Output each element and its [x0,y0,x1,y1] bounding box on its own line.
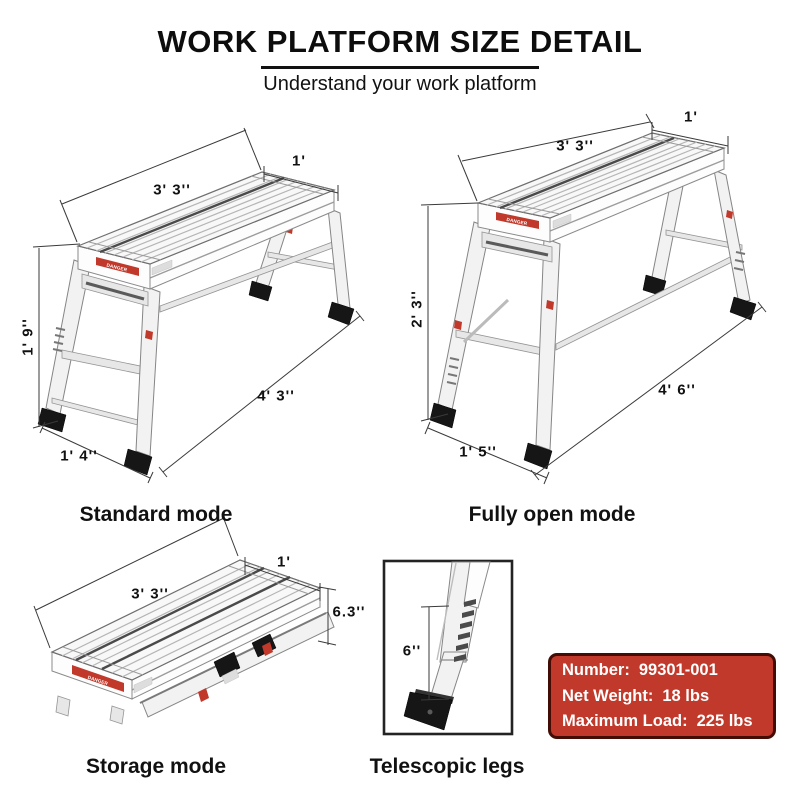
fully-open-mode-caption: Fully open mode [468,503,636,526]
page-title: WORK PLATFORM SIZE DETAIL [157,24,643,59]
fully-open-mode-dimension-lines [420,113,767,485]
standard-height-label: 1' 9'' [19,318,37,356]
spec-row-number: Number: 99301-001 [562,658,762,683]
fully-open-platform-width-label: 1' [684,108,698,126]
spec-label: Maximum Load: [562,712,688,731]
storage-platform-width-label: 1' [277,553,291,571]
telescopic-legs-illustration [382,559,514,736]
spec-label: Number: [562,660,630,679]
fully-open-platform-length-label: 3' 3'' [556,137,594,155]
storage-mode-illustration: DANGER [50,559,335,725]
standard-mode-illustration: DANGER [37,171,355,476]
storage-folded-height-label: 6.3'' [332,603,366,621]
title-underline [261,66,539,69]
standard-mode-caption: Standard mode [79,503,233,526]
standard-base-width-label: 1' 4'' [60,447,98,465]
fully-open-height-label: 2' 3'' [408,290,426,328]
fully-open-mode-illustration: DANGER [429,132,757,470]
standard-mode-dimension-lines [32,127,365,484]
danger-sticker-text: DANGER [506,217,528,226]
spec-row-maximum-load: Maximum Load: 225 lbs [562,709,762,734]
danger-sticker-text: DANGER [106,263,128,273]
product-spec-box: Number: 99301-001 Net Weight: 18 lbs Maxim… [548,653,776,739]
telescopic-legs-caption: Telescopic legs [369,755,525,778]
danger-sticker-text: DANGER [87,675,109,687]
spec-value: 99301-001 [638,660,718,679]
storage-mode-dimension-lines [33,513,337,649]
spec-label: Net Weight: [562,686,654,705]
fully-open-base-width-label: 1' 5'' [459,443,497,461]
fully-open-base-length-label: 4' 6'' [658,381,696,399]
standard-platform-width-label: 1' [292,152,306,170]
spec-value: 225 lbs [696,712,753,731]
spec-row-net-weight: Net Weight: 18 lbs [562,684,762,709]
spec-value: 18 lbs [662,686,710,705]
page-subtitle: Understand your work platform [263,73,537,95]
standard-platform-length-label: 3' 3'' [153,181,191,199]
standard-base-length-label: 4' 3'' [257,387,295,405]
storage-platform-length-label: 3' 3'' [131,585,169,603]
telescopic-extension-label: 6'' [402,642,422,660]
storage-mode-caption: Storage mode [85,755,227,778]
